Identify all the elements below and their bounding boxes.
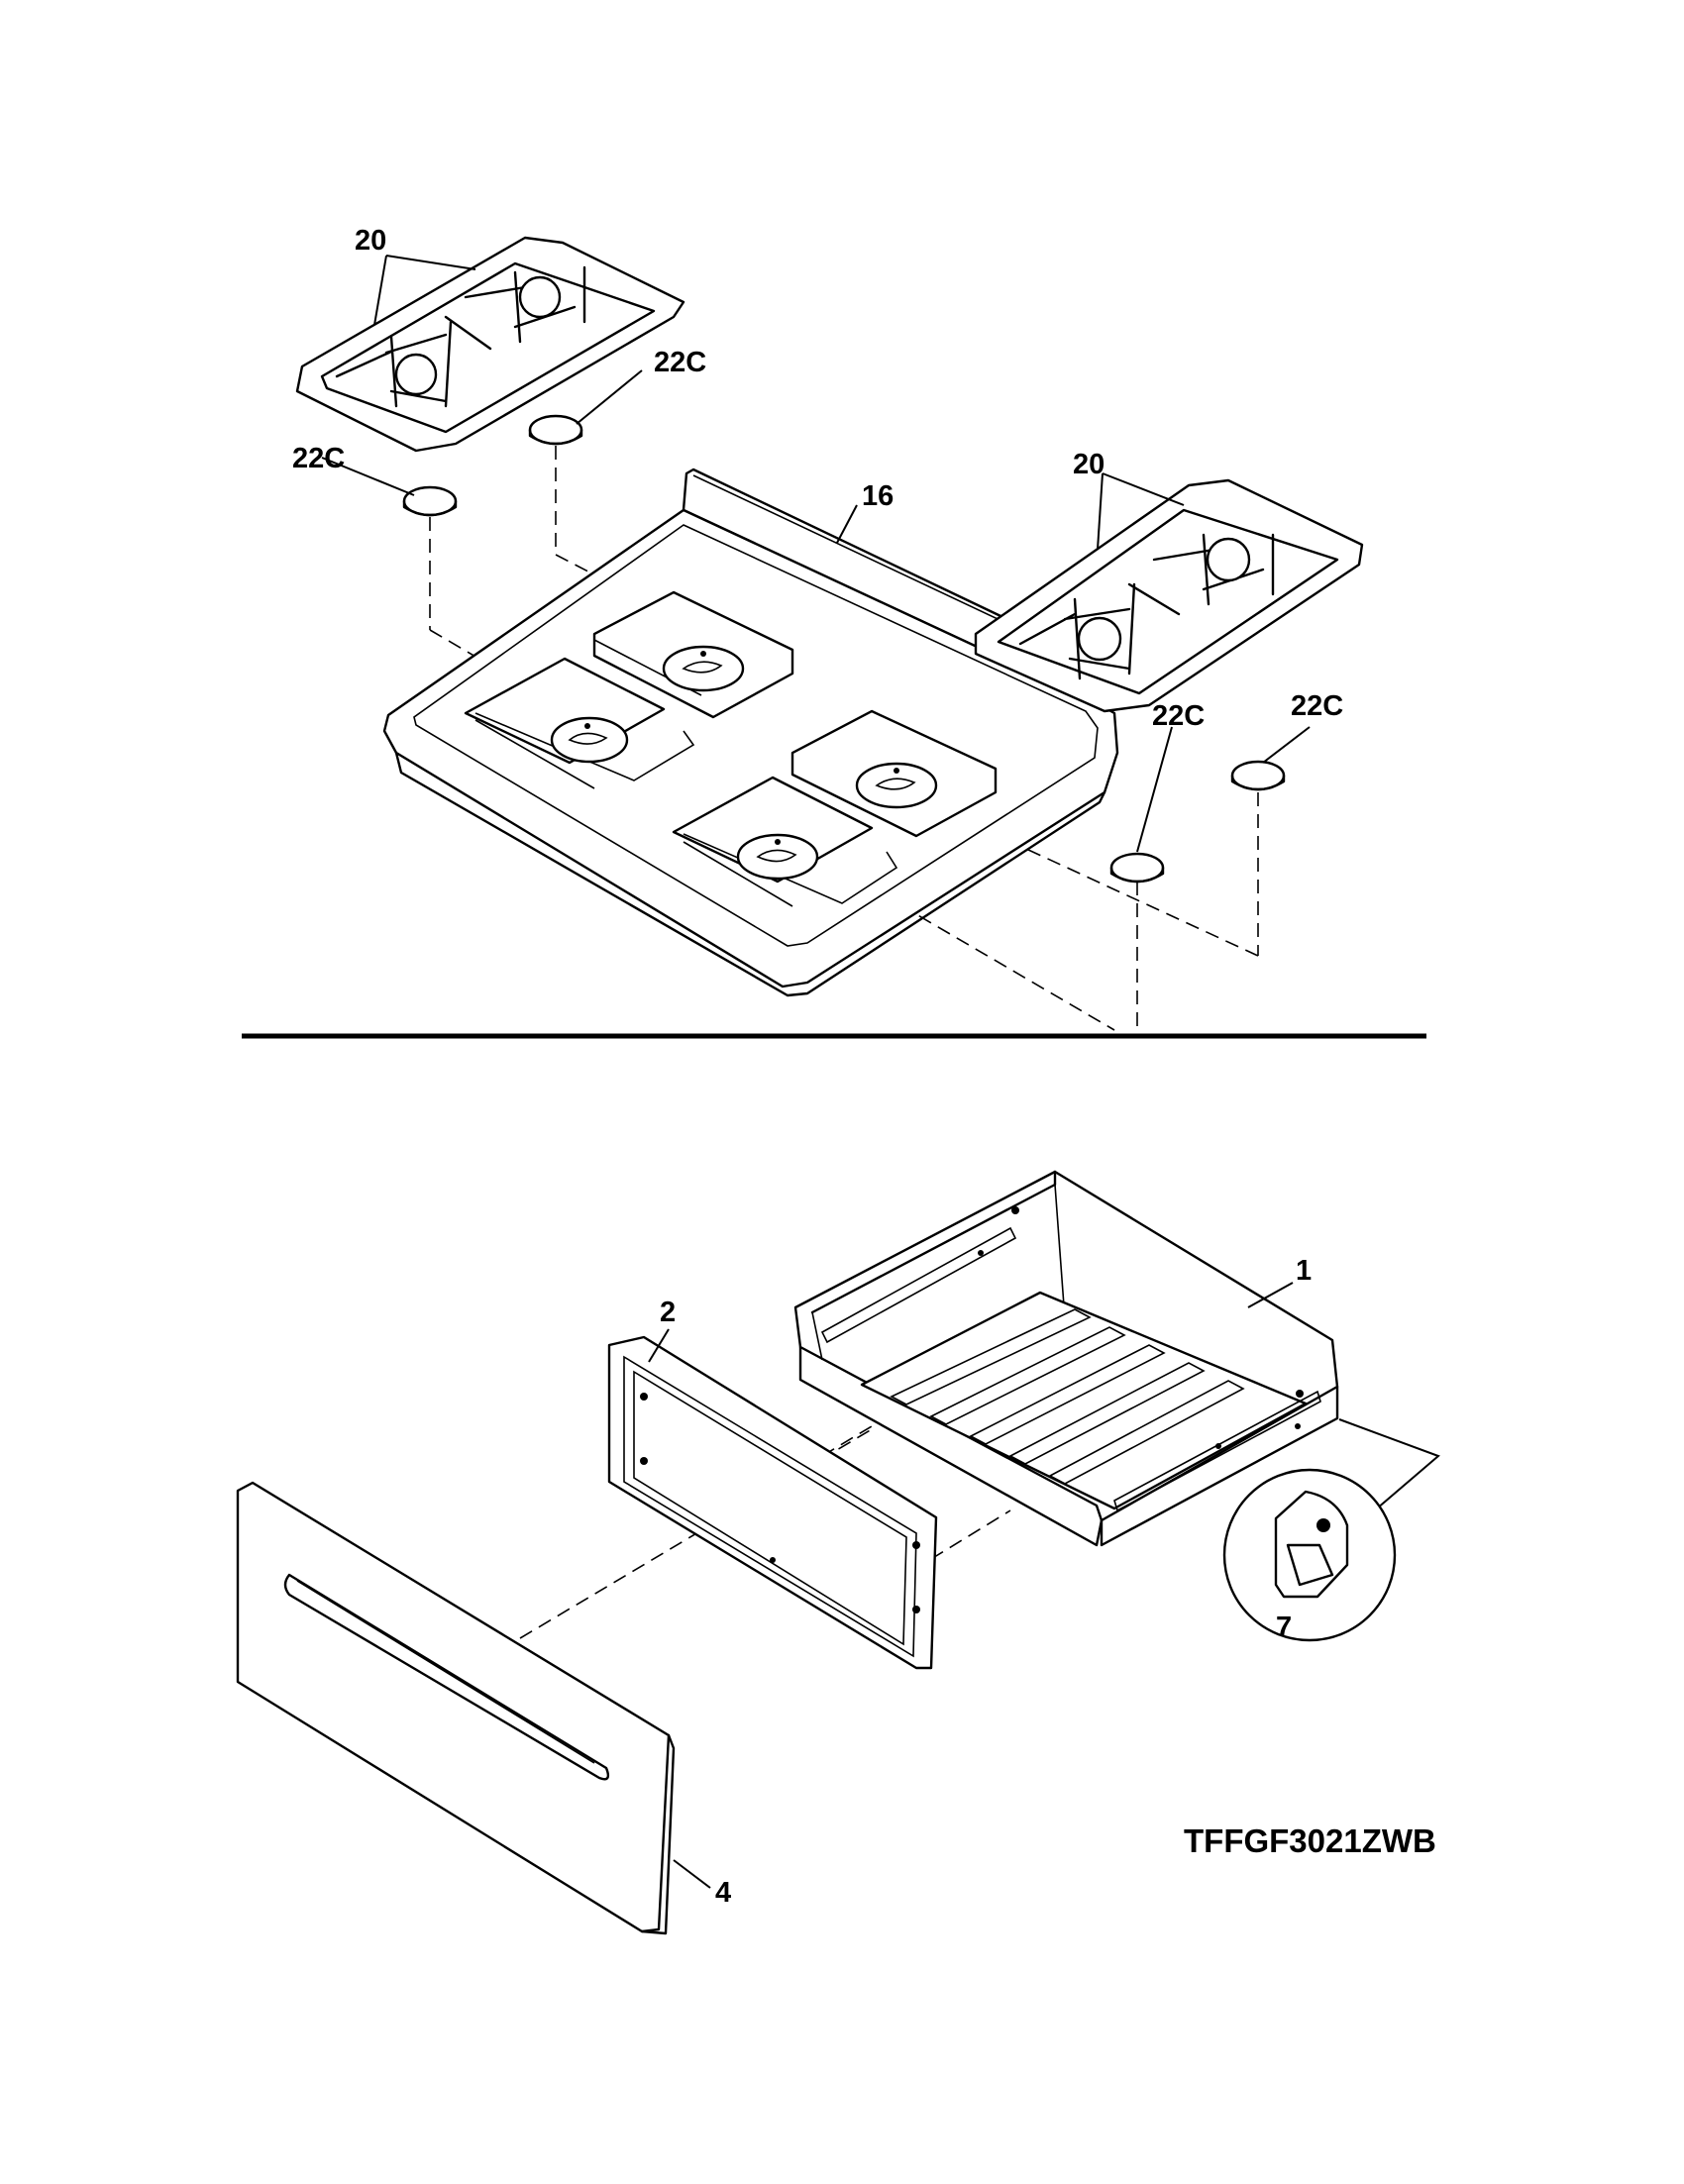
cooktop-panel — [382, 468, 1119, 997]
label-foot-4: 22C — [1291, 690, 1343, 722]
drawer-liner — [607, 1335, 938, 1670]
label-grate-right: 20 — [1073, 449, 1105, 480]
label-drawer-liner: 2 — [660, 1297, 676, 1328]
cooktop-assembly: 20 22C 22C 16 20 22C 22C — [292, 225, 1364, 1031]
grate-right — [974, 478, 1364, 713]
drawer-body — [793, 1170, 1339, 1547]
burner-heads — [550, 645, 938, 881]
drawer-front — [236, 1481, 676, 1935]
label-clip: 7 — [1276, 1612, 1292, 1643]
grate-left — [295, 236, 685, 453]
label-grate-left: 20 — [355, 225, 386, 257]
label-cooktop: 16 — [862, 480, 894, 512]
leader-lines-top — [321, 255, 1311, 853]
clip-callout — [1222, 1418, 1440, 1642]
label-foot-2: 22C — [292, 443, 345, 474]
grate-feet — [402, 414, 1286, 884]
label-foot-3: 22C — [1152, 700, 1205, 732]
drawer-assembly: 1 2 4 7 — [236, 1170, 1440, 1935]
label-drawer-body: 1 — [1296, 1255, 1312, 1287]
label-drawer-front: 4 — [715, 1877, 731, 1909]
leader-lines-bottom — [648, 1282, 1294, 1889]
model-number: TFFGF3021ZWB — [1184, 1822, 1436, 1859]
label-foot-1: 22C — [654, 347, 706, 378]
